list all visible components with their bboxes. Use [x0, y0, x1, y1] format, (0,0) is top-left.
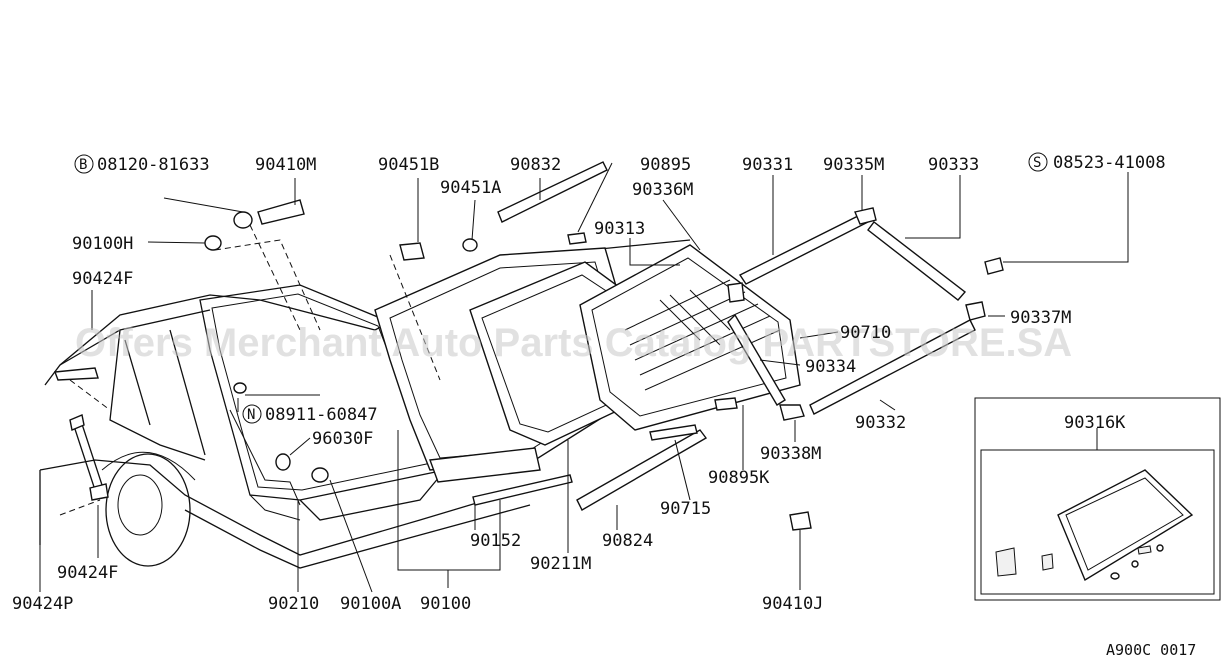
- label-96030F: 96030F: [312, 429, 373, 449]
- label-90336M: 90336M: [632, 180, 693, 200]
- label-90715: 90715: [660, 499, 711, 519]
- label-90331: 90331: [742, 155, 793, 175]
- label-90895: 90895: [640, 155, 691, 175]
- back-door: [374, 247, 641, 483]
- label-90832: 90832: [510, 155, 561, 175]
- label-90211M: 90211M: [530, 554, 591, 574]
- small-parts: [204, 161, 1004, 531]
- lower-finishers: [472, 424, 708, 511]
- label-90333: 90333: [928, 155, 979, 175]
- label-90710: 90710: [840, 323, 891, 343]
- label-90410J: 90410J: [762, 594, 823, 614]
- label-90410M: 90410M: [255, 155, 316, 175]
- label-08911-60847: 08911-60847: [265, 405, 378, 425]
- label-90152: 90152: [470, 531, 521, 551]
- label-08120-81633: 08120-81633: [97, 155, 210, 175]
- label-90210: 90210: [268, 594, 319, 614]
- bolt-marker: B: [79, 157, 87, 173]
- label-90424F-top: 90424F: [72, 269, 133, 289]
- glass-mouldings: [714, 207, 986, 421]
- diagram-code: A900C 0017: [1106, 641, 1196, 659]
- nut-marker: N: [247, 407, 255, 423]
- label-90313: 90313: [594, 219, 645, 239]
- back-glass: [579, 244, 801, 431]
- leader-lines: [39, 162, 1129, 593]
- label-90424P: 90424P: [12, 594, 73, 614]
- label-90451A: 90451A: [440, 178, 501, 198]
- gas-struts: [54, 367, 111, 516]
- label-90316K: 90316K: [1064, 413, 1126, 433]
- inset-kit: [974, 397, 1221, 601]
- label-90424F-bottom: 90424F: [57, 563, 118, 583]
- label-90332: 90332: [855, 413, 906, 433]
- label-08523-41008: 08523-41008: [1053, 153, 1166, 173]
- label-90451B: 90451B: [378, 155, 439, 175]
- label-90334: 90334: [805, 357, 856, 377]
- watermark: Offers Merchant Auto Parts Catalog PARTS…: [75, 321, 1072, 365]
- label-90335M: 90335M: [823, 155, 884, 175]
- label-90338M: 90338M: [760, 444, 821, 464]
- prefix-markers: B S N: [74, 152, 1048, 424]
- label-90100: 90100: [420, 594, 471, 614]
- label-90337M: 90337M: [1010, 308, 1071, 328]
- label-90100H: 90100H: [72, 234, 133, 254]
- label-90824: 90824: [602, 531, 653, 551]
- screw-marker: S: [1033, 155, 1041, 171]
- label-90100A: 90100A: [340, 594, 401, 614]
- part-labels: 08120-81633 90410M 90451B 90451A 90832 9…: [12, 153, 1166, 614]
- label-90895K: 90895K: [708, 468, 770, 488]
